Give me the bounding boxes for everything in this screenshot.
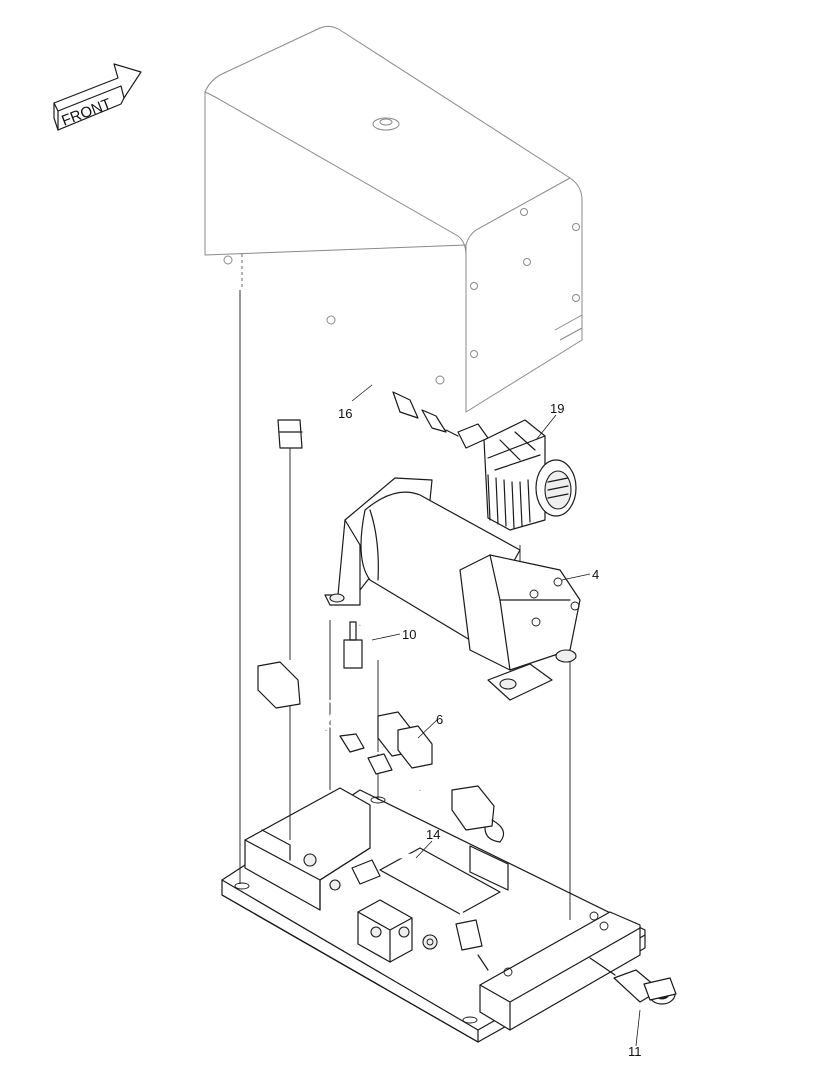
pressure-switch-10 [324,617,380,731]
callout-11: 11 [628,1044,642,1059]
callout-19: 19 [550,401,564,416]
callout-16: 16 [338,406,352,421]
callout-10: 10 [402,627,416,642]
drain-valve-11 [589,957,677,1005]
cover-housing [204,25,583,413]
callout-labels: 16 19 4 10 6 14 11 [338,401,642,1059]
leader-lines [351,384,641,1047]
callout-14: 14 [426,827,440,842]
wiring-harness-6 [257,661,505,843]
compressor-motor-4 [324,477,581,701]
alignment-lines [239,290,571,920]
air-hose-14 [351,853,489,971]
ground-bracket [357,899,438,963]
front-direction-arrow: FRONT [53,63,142,131]
compressor-head-19 [457,419,577,531]
left-mount-block [244,787,371,911]
air-hose-16 [277,354,459,449]
right-mount-block [479,911,641,1031]
callout-6: 6 [436,712,443,727]
callout-4: 4 [592,567,599,582]
